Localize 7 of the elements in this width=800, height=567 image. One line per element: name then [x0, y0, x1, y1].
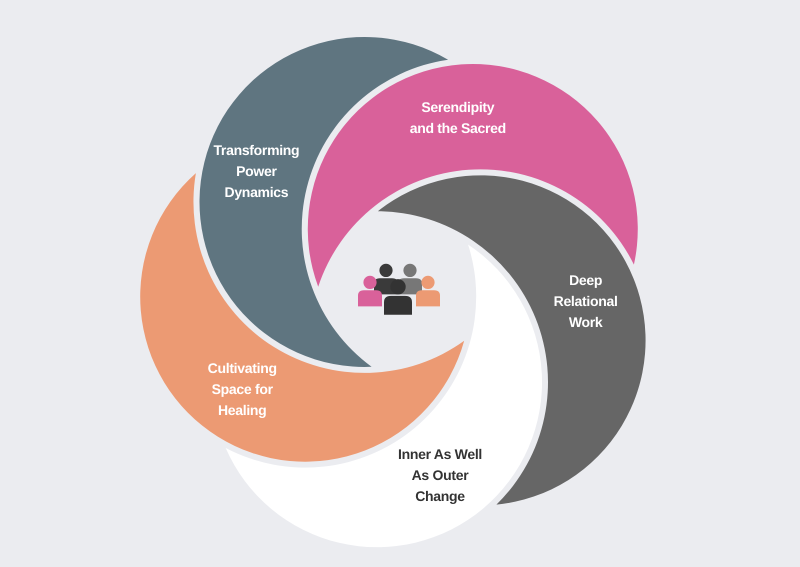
- segment-label: Serendipity and the Sacred: [408, 98, 507, 138]
- segment-label: Cultivating Space for Healing: [206, 359, 278, 420]
- segment-label: Transforming Power Dynamics: [212, 141, 300, 202]
- swirl-segment: [378, 175, 646, 505]
- segment-label: Deep Relational Work: [552, 270, 619, 332]
- swirl-segment: [308, 64, 638, 287]
- segment-label: Inner As Well As Outer Change: [396, 444, 483, 506]
